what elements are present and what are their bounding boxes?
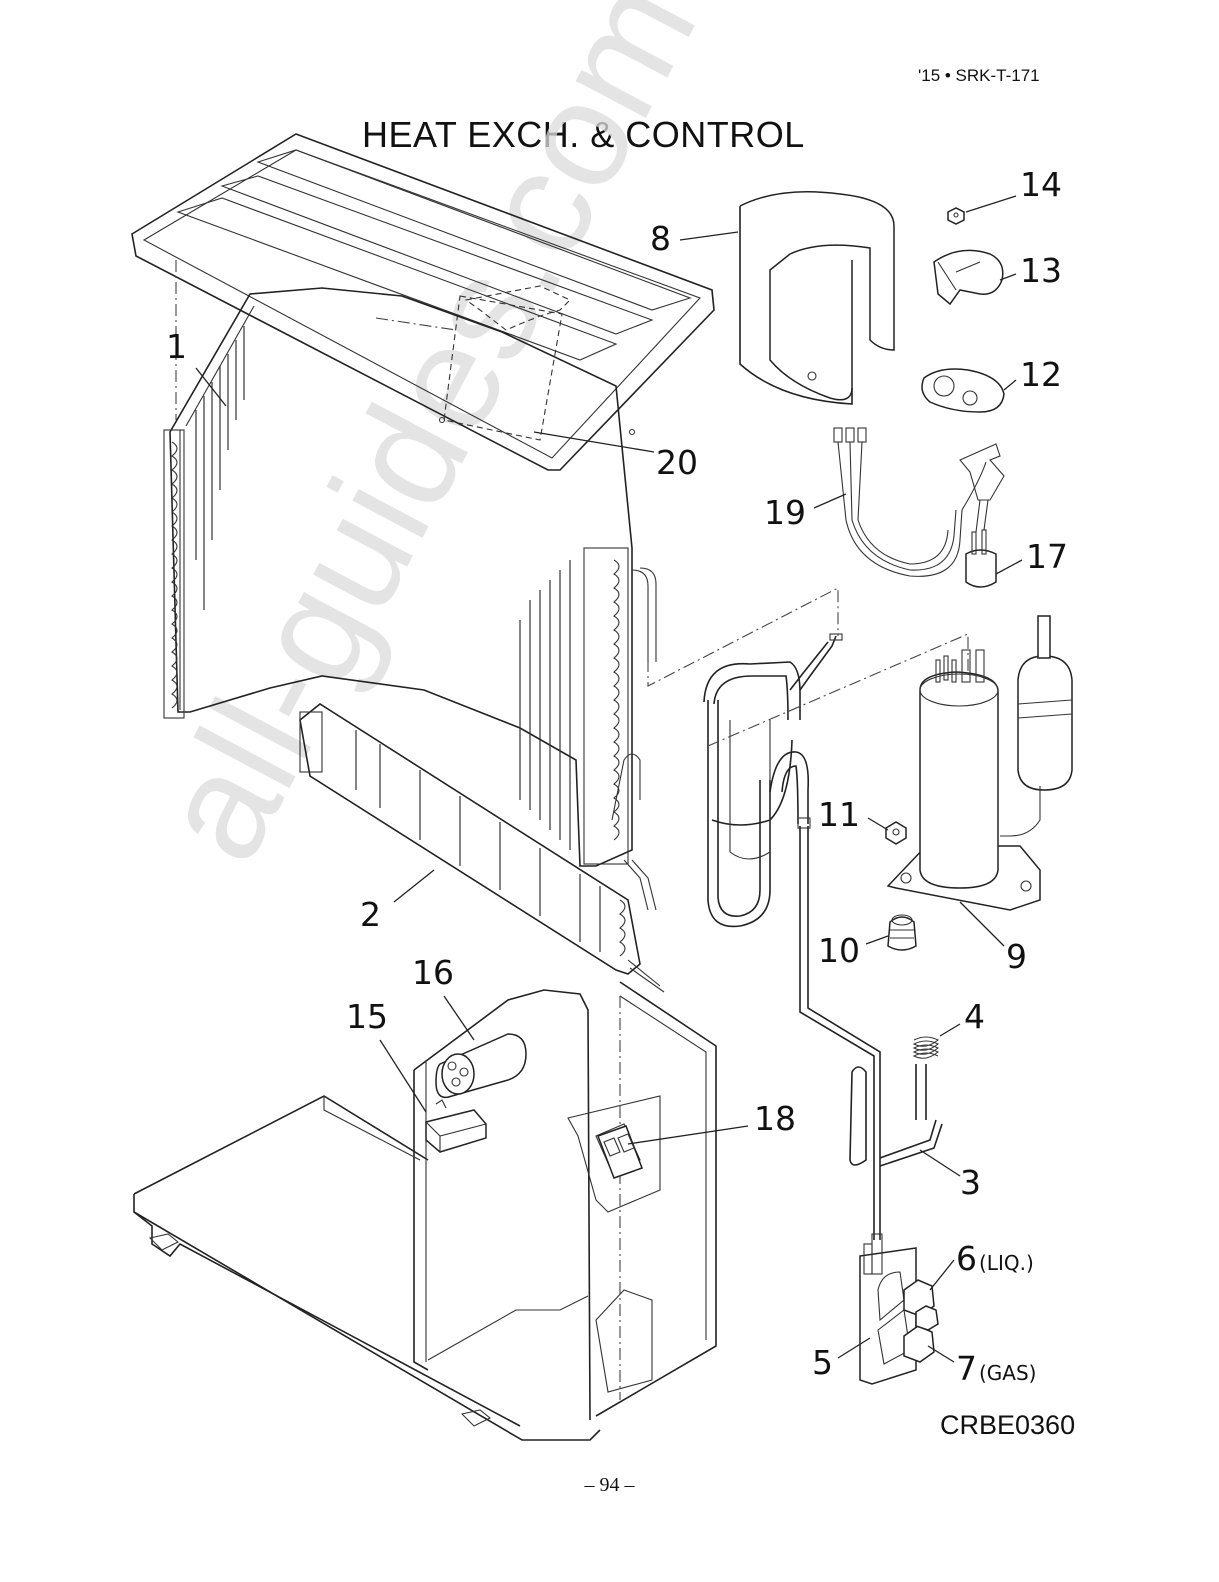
capacitor-15 — [426, 1100, 486, 1152]
callout-6-number: 6 — [956, 1239, 977, 1278]
callout-13: 13 — [1020, 254, 1062, 287]
coil-fins-small — [356, 730, 600, 952]
capillary-coil-4 — [914, 1037, 938, 1120]
callout-17: 17 — [1026, 540, 1068, 573]
callout-6: 6(LIQ.) — [956, 1242, 1034, 1275]
service-valve-assembly — [860, 1234, 938, 1384]
nut-11 — [886, 822, 906, 844]
callout-1: 1 — [166, 330, 187, 363]
gasket-12 — [922, 369, 1004, 412]
drawing-code: CRBE0360 — [940, 1410, 1075, 1441]
callout-12: 12 — [1020, 358, 1062, 391]
callout-9: 9 — [1006, 940, 1027, 973]
coil-fins-right — [520, 560, 570, 850]
callout-7: 7(GAS) — [956, 1352, 1036, 1385]
callout-16: 16 — [412, 956, 454, 989]
top-panel — [132, 134, 714, 470]
base-and-control-box — [134, 982, 716, 1440]
sound-cover-8 — [740, 192, 894, 404]
callout-14: 14 — [1020, 168, 1062, 201]
callout-11: 11 — [818, 798, 860, 831]
leader-lines — [196, 196, 1022, 1362]
thermistor-17 — [966, 500, 996, 587]
page-number: – 94 – — [0, 1474, 1219, 1497]
callout-3: 3 — [960, 1166, 981, 1199]
callout-20: 20 — [656, 446, 698, 479]
heat-exchanger-1 — [164, 288, 838, 866]
callout-2: 2 — [360, 898, 381, 931]
terminal-cover-13 — [934, 250, 1003, 304]
callout-7-number: 7 — [956, 1349, 977, 1388]
callout-15: 15 — [346, 1000, 388, 1033]
rubber-mount-10 — [888, 915, 916, 950]
compressor-9 — [888, 616, 1072, 910]
callout-4: 4 — [964, 1000, 985, 1033]
callout-18: 18 — [754, 1102, 796, 1135]
callout-19: 19 — [764, 496, 806, 529]
callout-6-note: (LIQ.) — [979, 1251, 1034, 1275]
terminal-block-18 — [598, 1126, 642, 1178]
coil-fins-left — [196, 326, 244, 610]
nut-14 — [948, 208, 964, 224]
callout-8: 8 — [650, 222, 671, 255]
heat-exchanger-2 — [300, 704, 664, 992]
callout-10: 10 — [818, 934, 860, 967]
callout-5: 5 — [812, 1346, 833, 1379]
callout-7-note: (GAS) — [979, 1361, 1036, 1385]
